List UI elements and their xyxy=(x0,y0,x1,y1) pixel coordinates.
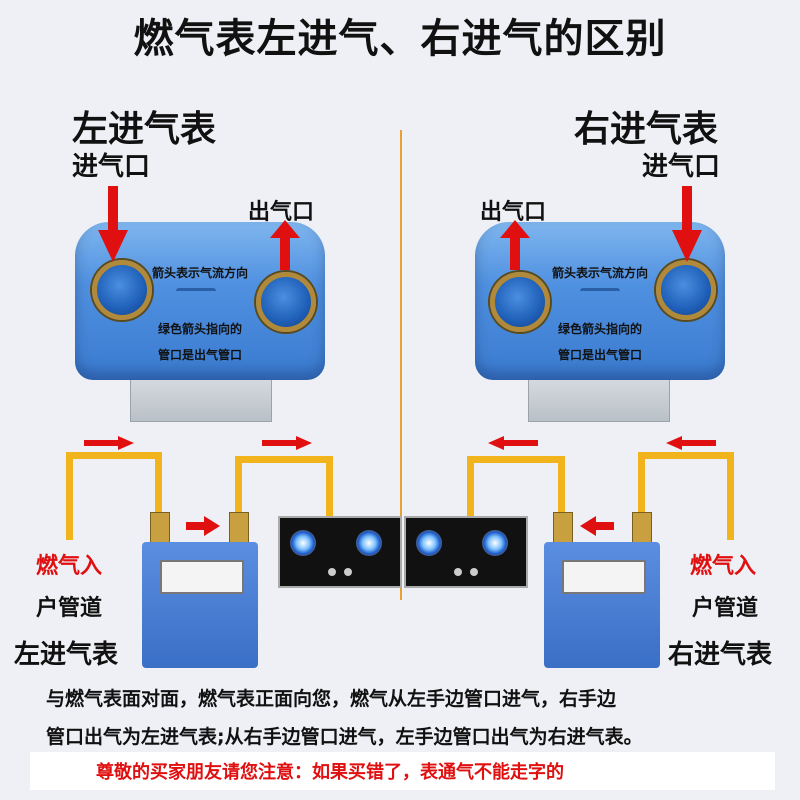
right-pipe-outlet-down xyxy=(467,456,474,516)
left-pipe-inlet-horizontal xyxy=(66,452,162,459)
right-outlet-arrow-icon xyxy=(500,220,530,270)
left-meter-inlet-port xyxy=(92,260,152,320)
right-meter-base xyxy=(528,372,670,422)
left-meter-outlet-port xyxy=(256,272,316,332)
right-meter-arrow-icon xyxy=(580,516,614,536)
right-stove-knob-1 xyxy=(454,568,462,576)
left-side-text-3: 左进气表 xyxy=(14,640,119,670)
right-pipe-outlet-horizontal xyxy=(467,456,565,463)
right-pipe-inlet-vertical xyxy=(727,452,734,540)
right-note-green-2: 管口是出气管口 xyxy=(557,348,642,362)
left-pipe-outlet-up xyxy=(235,456,242,518)
right-side-text-1: 燃气入 xyxy=(690,554,757,579)
right-side-text-2: 户管道 xyxy=(692,596,759,621)
left-small-meter-fitting-in xyxy=(150,512,170,546)
bottom-explanation-line-2: 管口出气为左进气表;从右手边管口进气，左手边管口出气为右进气表。 xyxy=(46,726,643,748)
right-stove-burner-2 xyxy=(482,530,508,556)
left-pipe-inlet-vertical xyxy=(66,452,73,540)
left-small-meter-dial xyxy=(160,560,244,594)
right-heading: 右进气表 xyxy=(574,109,719,150)
left-pipe-outlet-horizontal xyxy=(235,456,333,463)
right-stove-burner-1 xyxy=(416,530,442,556)
left-outlet-arrow-icon xyxy=(270,220,300,270)
bottom-explanation-line-1: 与燃气表面对面，燃气表正面向您，燃气从左手边管口进气，右手边 xyxy=(46,688,617,710)
left-pipe-flow-arrow-2-icon xyxy=(262,436,312,450)
right-pipe-flow-arrow-2-icon xyxy=(488,436,538,450)
left-heading: 左进气表 xyxy=(72,109,217,150)
center-divider xyxy=(400,130,402,600)
left-small-meter-fitting-out xyxy=(229,512,249,546)
page-title: 燃气表左进气、右进气的区别 xyxy=(133,16,667,62)
left-stove-knob-1 xyxy=(328,568,336,576)
right-pipe-outlet-up xyxy=(558,456,565,518)
left-stove-burner-2 xyxy=(356,530,382,556)
left-inlet-arrow-icon xyxy=(98,186,128,262)
left-stove-knob-2 xyxy=(344,568,352,576)
left-flow-glyph xyxy=(176,288,216,297)
right-stove-knob-2 xyxy=(470,568,478,576)
right-inlet-label: 进气口 xyxy=(642,152,721,182)
left-side-text-2: 户管道 xyxy=(36,596,103,621)
left-outlet-label: 出气口 xyxy=(248,200,315,225)
left-meter-base xyxy=(130,372,272,422)
left-pipe-inlet-down xyxy=(155,452,162,518)
left-inlet-label: 进气口 xyxy=(72,152,151,182)
right-note-arrow: 箭头表示气流方向 xyxy=(551,266,648,280)
right-pipe-inlet-horizontal xyxy=(638,452,734,459)
left-note-green-2: 管口是出气管口 xyxy=(157,348,242,362)
notice-text: 尊敬的买家朋友请您注意：如果买错了，表通气不能走字的 xyxy=(96,762,564,783)
notice-banner: 尊敬的买家朋友请您注意：如果买错了，表通气不能走字的 xyxy=(30,752,775,790)
left-note-green-1: 绿色箭头指向的 xyxy=(157,322,242,336)
right-small-meter-dial xyxy=(562,560,646,594)
right-note-green-1: 绿色箭头指向的 xyxy=(557,322,642,336)
left-pipe-outlet-down xyxy=(326,456,333,516)
right-meter-inlet-port xyxy=(656,260,716,320)
right-pipe-flow-arrow-icon xyxy=(666,436,716,450)
left-meter-arrow-icon xyxy=(186,516,220,536)
right-pipe-inlet-down xyxy=(638,452,645,518)
right-side-text-3: 右进气表 xyxy=(668,640,773,670)
right-small-meter-fitting-in xyxy=(632,512,652,546)
left-stove-burner-1 xyxy=(290,530,316,556)
left-side-text-1: 燃气入 xyxy=(36,554,103,579)
left-note-arrow: 箭头表示气流方向 xyxy=(151,266,248,280)
left-pipe-flow-arrow-icon xyxy=(84,436,134,450)
right-small-meter-fitting-out xyxy=(553,512,573,546)
right-outlet-label: 出气口 xyxy=(480,200,547,225)
right-flow-glyph xyxy=(580,288,620,297)
right-meter-outlet-port xyxy=(490,272,550,332)
right-inlet-arrow-icon xyxy=(672,186,702,262)
